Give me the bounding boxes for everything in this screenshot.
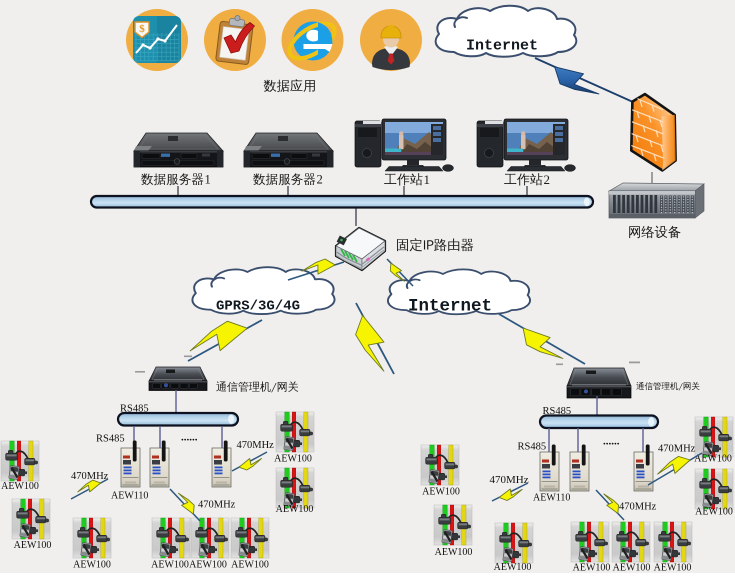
svg-text:470MHz: 470MHz (71, 471, 109, 482)
svg-text:AEW100: AEW100 (613, 563, 651, 574)
svg-text:470MHz: 470MHz (490, 474, 529, 486)
svg-text:470MHz: 470MHz (619, 502, 657, 513)
svg-text:AEW100: AEW100 (654, 563, 692, 574)
svg-text:470MHz: 470MHz (198, 500, 236, 511)
svg-text:AEW100: AEW100 (274, 454, 312, 465)
svg-text:RS485: RS485 (96, 434, 125, 445)
svg-text:1: 1 (424, 172, 431, 187)
svg-text:2: 2 (544, 172, 551, 187)
svg-text:1: 1 (205, 173, 211, 187)
svg-text:470MHz: 470MHz (237, 440, 275, 451)
svg-text:......: ...... (181, 432, 198, 444)
svg-text:AEW110: AEW110 (533, 493, 570, 504)
svg-text:AEW100: AEW100 (1, 481, 39, 492)
svg-text:AEW110: AEW110 (111, 491, 148, 502)
svg-text:AEW100: AEW100 (422, 487, 460, 498)
svg-text:2: 2 (317, 173, 323, 187)
svg-text:......: ...... (603, 436, 620, 448)
svg-text:AEW100: AEW100 (573, 563, 611, 574)
svg-text:$: $ (139, 23, 145, 35)
svg-text:AEW100: AEW100 (695, 507, 733, 518)
svg-text:RS485: RS485 (120, 404, 149, 415)
svg-text:AEW100: AEW100 (14, 540, 52, 551)
svg-text:Internet: Internet (466, 38, 538, 55)
svg-text:AEW100: AEW100 (276, 504, 314, 515)
svg-text:AEW100: AEW100 (435, 547, 473, 558)
svg-text:AEW100: AEW100 (189, 560, 227, 571)
svg-text:AEW100: AEW100 (694, 454, 732, 465)
svg-text:GPRS/3G/4G: GPRS/3G/4G (216, 299, 300, 315)
svg-text:RS485: RS485 (518, 442, 547, 453)
svg-text:AEW100: AEW100 (494, 562, 532, 573)
svg-text:AEW100: AEW100 (231, 560, 269, 571)
svg-text:Internet: Internet (408, 297, 492, 317)
svg-text:RS485: RS485 (543, 406, 572, 417)
svg-text:AEW100: AEW100 (73, 560, 111, 571)
svg-text:470MHz: 470MHz (658, 444, 696, 455)
svg-text:AEW100: AEW100 (151, 560, 189, 571)
